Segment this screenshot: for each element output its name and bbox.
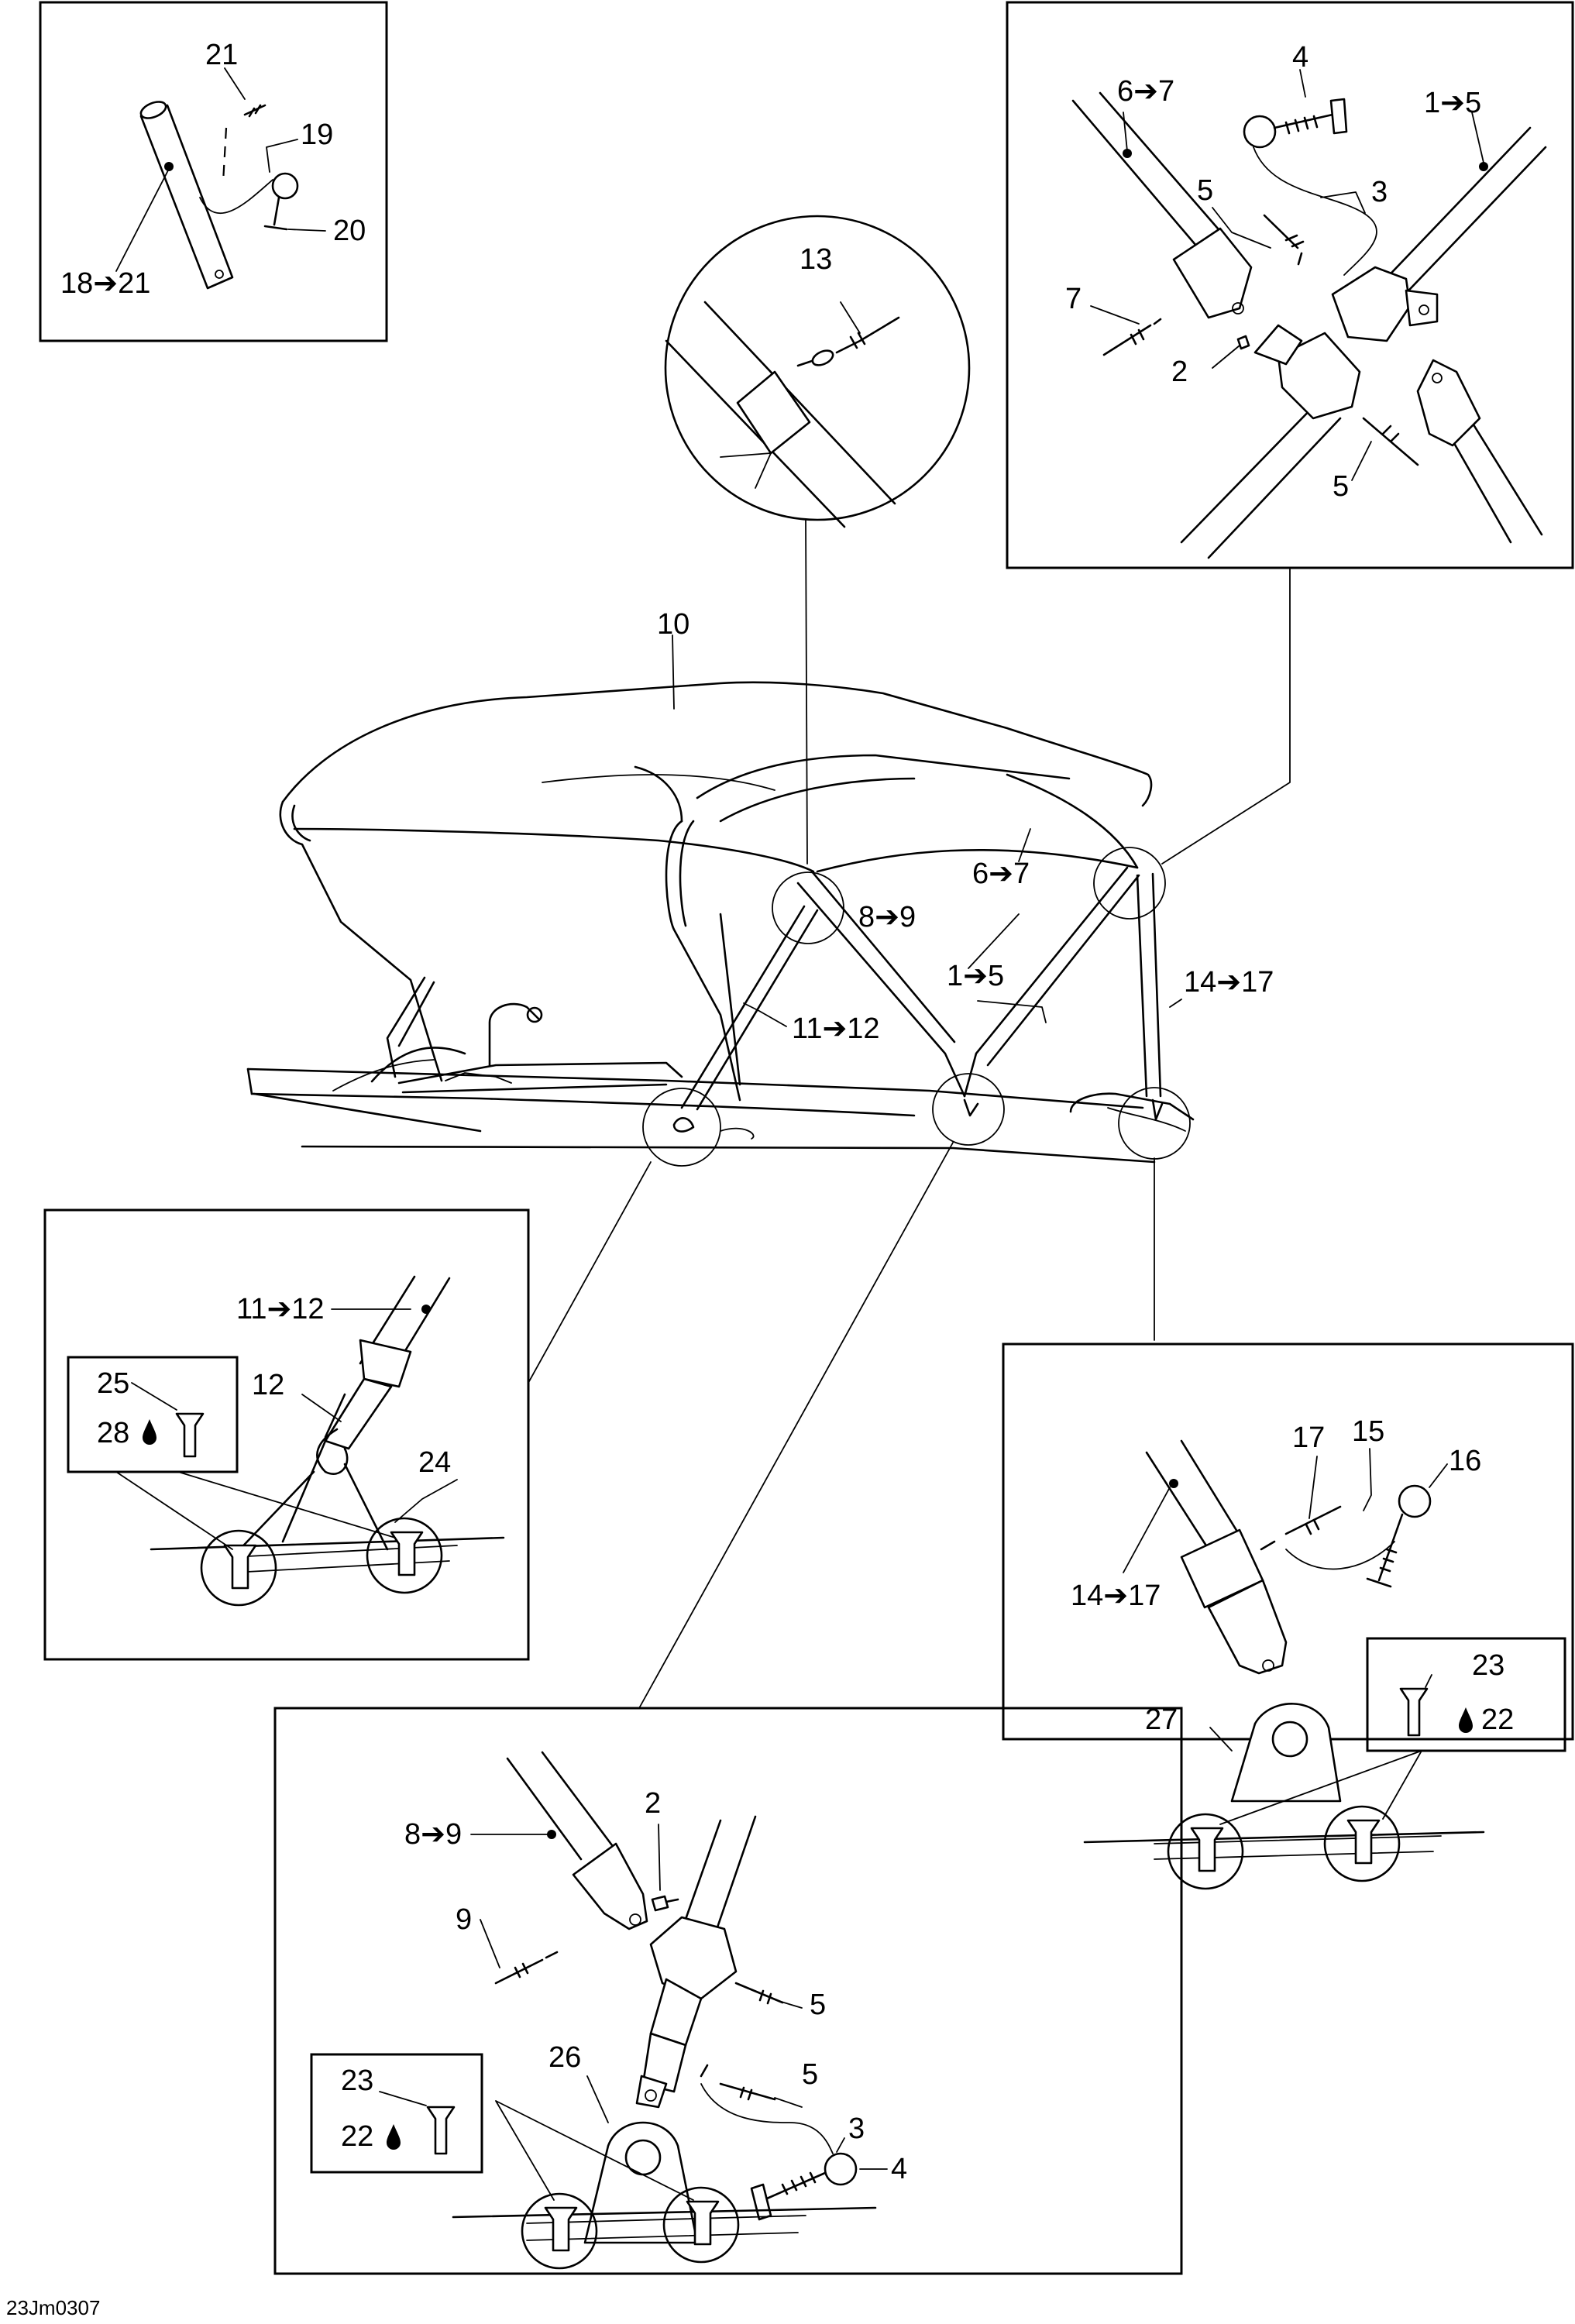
callout-11-12-main: 11➔12 xyxy=(792,1012,880,1045)
callout-23-bottom: 23 xyxy=(341,2064,373,2097)
callout-14-17-main: 14➔17 xyxy=(1184,966,1274,999)
callout-12: 12 xyxy=(252,1369,284,1401)
callout-8-9-detail: 8➔9 xyxy=(404,1818,462,1851)
detail-box-1-7: 4 6➔7 1➔5 5 3 7 2 5 xyxy=(1006,1,1574,865)
callout-14-17-detail: 14➔17 xyxy=(1071,1580,1161,1612)
callout-9: 9 xyxy=(456,1903,472,1936)
callout-23-right: 23 xyxy=(1472,1649,1505,1682)
loctite-drop-icon xyxy=(143,1419,156,1445)
callout-5-top-b: 5 xyxy=(1333,470,1349,503)
callout-4-bottom: 4 xyxy=(891,2153,907,2185)
callout-18-21: 18➔21 xyxy=(60,267,150,300)
callout-2-bottom: 2 xyxy=(645,1787,661,1820)
zoom-circle-13: 13 xyxy=(664,215,971,865)
callout-28: 28 xyxy=(97,1417,129,1449)
callout-16: 16 xyxy=(1449,1445,1481,1477)
callout-2-top: 2 xyxy=(1171,356,1188,388)
callout-17: 17 xyxy=(1292,1422,1325,1454)
callout-22-bottom: 22 xyxy=(341,2120,373,2153)
detail-box-18-21: 21 19 20 18➔21 xyxy=(39,1,388,342)
callout-1-5-top: 1➔5 xyxy=(1424,87,1481,119)
callout-24: 24 xyxy=(418,1446,451,1479)
loctite-drop-icon xyxy=(1459,1707,1473,1733)
callout-3-bottom: 3 xyxy=(848,2113,865,2145)
callout-6-7-main: 6➔7 xyxy=(972,858,1030,890)
callout-5-top-a: 5 xyxy=(1197,174,1213,207)
callout-8-9-main: 8➔9 xyxy=(858,901,916,933)
drawing-code: 23Jm0307 xyxy=(6,2296,100,2319)
callout-26: 26 xyxy=(548,2041,581,2074)
callout-3-top: 3 xyxy=(1371,176,1388,208)
callout-19: 19 xyxy=(301,119,333,151)
detail-box-14-17: 17 15 16 14➔17 27 23 22 xyxy=(1002,1342,1574,1890)
main-boat-assembly: 10 6➔7 8➔9 1➔5 14➔17 11➔12 xyxy=(246,608,1274,1709)
callout-1-5-main: 1➔5 xyxy=(947,960,1004,992)
callout-11-12-detail: 11➔12 xyxy=(236,1293,325,1325)
callout-21: 21 xyxy=(205,39,238,71)
detail-box-11-12: 11➔12 12 24 25 28 xyxy=(43,1208,530,1661)
loctite-drop-icon xyxy=(387,2124,401,2150)
callout-10: 10 xyxy=(657,608,689,641)
callout-4-top: 4 xyxy=(1292,41,1308,74)
detail-box-8-9: 8➔9 2 9 5 5 3 4 26 23 22 xyxy=(273,1707,1183,2275)
callout-22-right: 22 xyxy=(1481,1703,1514,1736)
callout-5-bottom-a: 5 xyxy=(810,1989,826,2021)
callout-25: 25 xyxy=(97,1367,129,1400)
callout-20: 20 xyxy=(333,215,366,247)
callout-15: 15 xyxy=(1352,1415,1384,1448)
callout-13: 13 xyxy=(800,243,832,276)
callout-6-7-top: 6➔7 xyxy=(1117,75,1174,108)
callout-5-bottom-b: 5 xyxy=(802,2058,818,2091)
callout-7: 7 xyxy=(1065,283,1082,315)
